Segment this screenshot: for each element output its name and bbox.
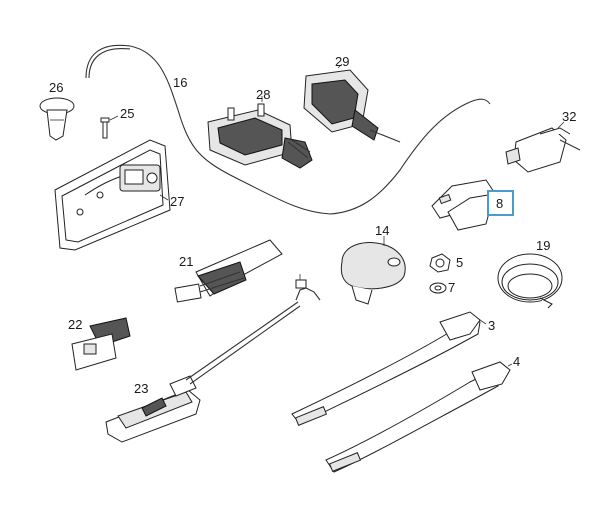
part-29-actuator[interactable] — [303, 63, 401, 143]
part-4-wiper-arm[interactable] — [325, 361, 513, 473]
callout-8[interactable]: 8 — [496, 196, 503, 211]
callout-23[interactable]: 23 — [134, 381, 148, 396]
callout-21[interactable]: 21 — [179, 254, 193, 269]
part-3-wiper-arm[interactable] — [291, 311, 487, 426]
callout-4[interactable]: 4 — [513, 354, 520, 369]
callout-32[interactable]: 32 — [562, 109, 576, 124]
callout-16[interactable]: 16 — [173, 75, 187, 90]
callout-3[interactable]: 3 — [488, 318, 495, 333]
part-28-actuator[interactable] — [207, 96, 313, 169]
callout-28[interactable]: 28 — [256, 87, 270, 102]
part-26-clip[interactable] — [39, 97, 75, 141]
callout-25[interactable]: 25 — [120, 106, 134, 121]
callout-26[interactable]: 26 — [49, 80, 63, 95]
callout-19[interactable]: 19 — [536, 238, 550, 253]
part-16-cable[interactable] — [85, 44, 491, 215]
callout-5[interactable]: 5 — [456, 255, 463, 270]
part-32-switch[interactable] — [505, 121, 581, 173]
part-23-handle[interactable] — [105, 274, 321, 443]
callout-14[interactable]: 14 — [375, 223, 389, 238]
part-25-screw[interactable] — [100, 115, 119, 139]
part-19-tape-roll[interactable] — [497, 253, 563, 309]
callout-22[interactable]: 22 — [68, 317, 82, 332]
callout-7[interactable]: 7 — [448, 280, 455, 295]
callout-27[interactable]: 27 — [170, 194, 184, 209]
part-7-washer[interactable] — [429, 282, 447, 294]
part-22-connector[interactable] — [71, 317, 131, 371]
part-21-harness[interactable] — [174, 239, 283, 303]
callout-29[interactable]: 29 — [335, 54, 349, 69]
part-14-cap[interactable] — [340, 236, 406, 305]
callout-8-box[interactable] — [487, 190, 514, 216]
part-27-bracket[interactable] — [54, 139, 171, 251]
part-8-pad[interactable] — [431, 179, 495, 231]
part-5-nut[interactable] — [429, 253, 451, 273]
